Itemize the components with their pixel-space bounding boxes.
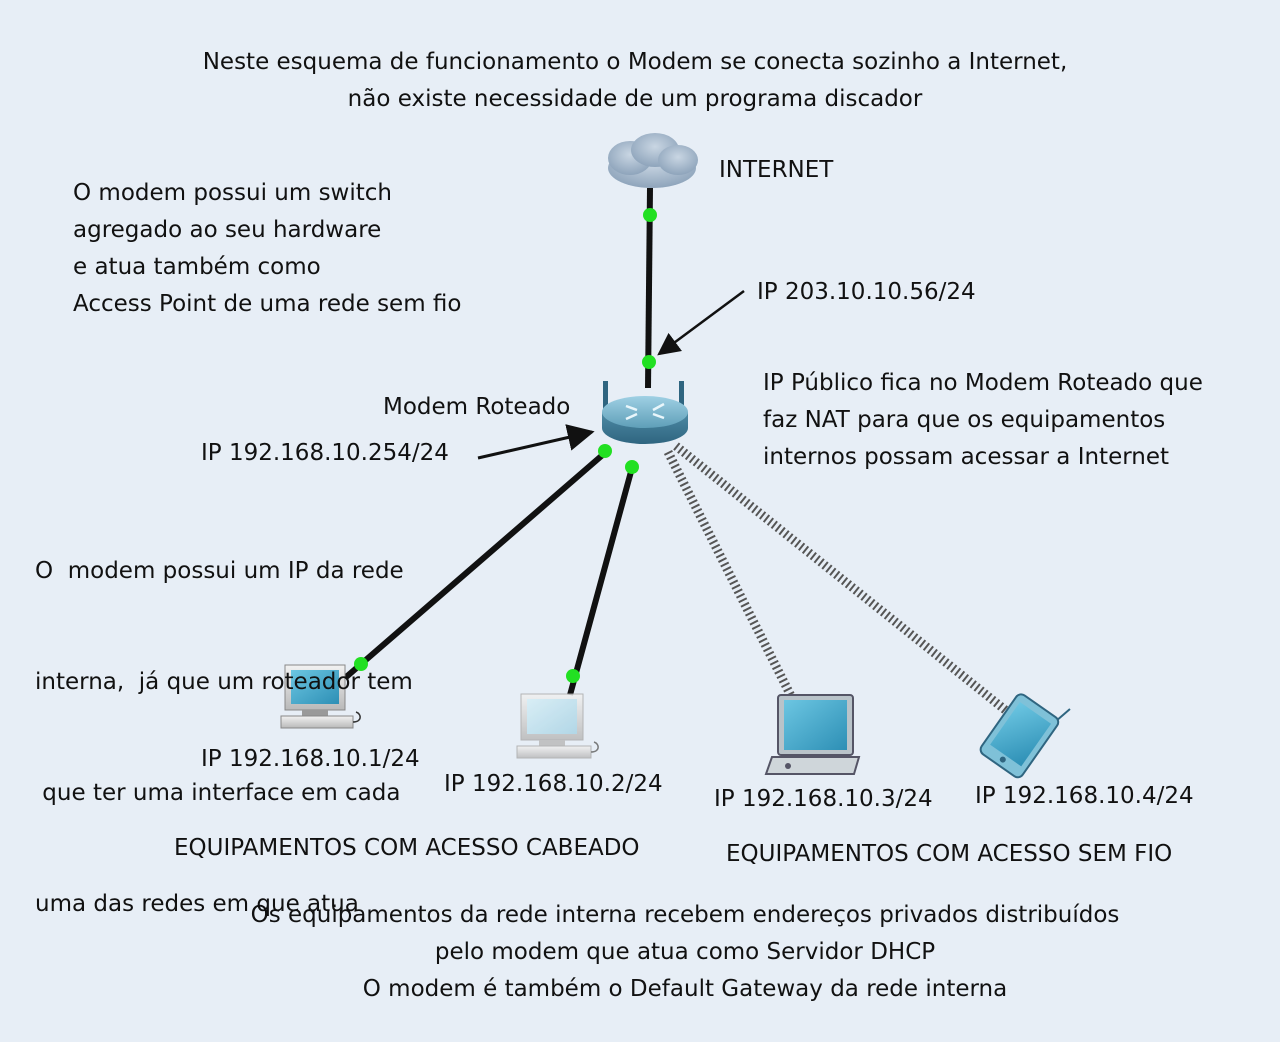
switch-note: O modem possui um switch agregado ao seu… [73, 175, 461, 323]
tablet-icon [979, 693, 1071, 779]
host-ip-label: IP 192.168.10.1/24 [201, 746, 420, 772]
host-ip-label: IP 192.168.10.2/24 [444, 771, 663, 797]
wired-link-pc2 [567, 467, 635, 696]
footer-line: Os equipamentos da rede interna recebem … [250, 902, 1120, 928]
link-status-dots [354, 208, 657, 683]
cloud-icon [608, 133, 698, 188]
wireless-link-laptop [663, 449, 796, 699]
header-text: Neste esquema de funcionamento o Modem s… [140, 44, 1130, 118]
host-ip-label: IP 192.168.10.3/24 [714, 786, 933, 812]
laptop-icon [764, 694, 861, 775]
switch-note-line: O modem possui um switch [73, 180, 392, 206]
lan-note-line: uma das redes em que atua [35, 891, 359, 917]
lan-note: O modem possui um IP da rede interna, já… [35, 479, 413, 960]
lan-note-line: O modem possui um IP da rede [35, 558, 404, 584]
nat-note-line: internos possam acessar a Internet [763, 444, 1170, 470]
desktop-icon [280, 664, 361, 729]
header-line: Neste esquema de funcionamento o Modem s… [202, 49, 1068, 75]
wan-ip-arrow [657, 289, 745, 356]
wired-group-label: EQUIPAMENTOS COM ACESSO CABEADO [174, 835, 640, 861]
nat-note-line: IP Público fica no Modem Roteado que [763, 370, 1203, 396]
link-dot [643, 208, 657, 222]
wan-ip-label: IP 203.10.10.56/24 [757, 279, 976, 305]
host-ip-label: IP 192.168.10.4/24 [975, 783, 1194, 809]
switch-note-line: agregado ao seu hardware [73, 217, 382, 243]
lan-ip-arrow [477, 424, 595, 460]
modem-label: Modem Roteado [383, 394, 571, 420]
lan-note-line: interna, já que um roteador tem [35, 669, 413, 695]
header-line: não existe necessidade de um programa di… [347, 86, 923, 112]
nat-note-line: faz NAT para que os equipamentos [763, 407, 1166, 433]
wireless-link-tablet [673, 442, 1017, 721]
footer-line: O modem é também o Default Gateway da re… [362, 976, 1008, 1002]
wireless-group-label: EQUIPAMENTOS COM ACESSO SEM FIO [726, 841, 1173, 867]
footer-line: pelo modem que atua como Servidor DHCP [434, 939, 936, 965]
link-dot [354, 657, 368, 671]
desktop-icon [516, 693, 599, 759]
link-dot [625, 460, 639, 474]
link-dot [598, 444, 612, 458]
internet-label: INTERNET [719, 157, 834, 183]
nat-note: IP Público fica no Modem Roteado que faz… [763, 365, 1203, 476]
lan-note-line: que ter uma interface em cada [35, 780, 401, 806]
switch-note-line: e atua também como [73, 254, 321, 280]
link-dot [566, 669, 580, 683]
footer-text: Os equipamentos da rede interna recebem … [140, 897, 1230, 1008]
link-dot [642, 355, 656, 369]
lan-ip-label: IP 192.168.10.254/24 [201, 440, 449, 466]
wired-link-pc1 [343, 449, 608, 681]
router-icon [602, 381, 688, 444]
switch-note-line: Access Point de uma rede sem fio [73, 291, 462, 317]
